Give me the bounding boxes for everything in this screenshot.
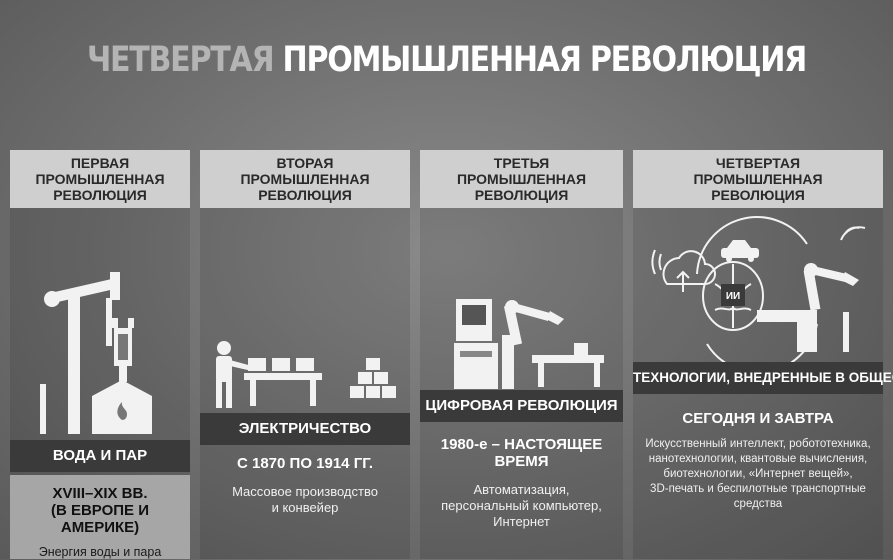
column-band-label: ВОДА И ПАР [10,440,190,472]
column-description: Автоматизация, персональный компьютер, И… [441,482,602,529]
column-header: ПЕРВАЯ ПРОМЫШЛЕННАЯ РЕВОЛЮЦИЯ [10,150,190,208]
column-description: Искусственный интеллект, робототехника, … [645,438,871,510]
assembly-line-worker-icon [216,341,396,408]
title-part-2: ПРОМЫШЛЕННАЯ РЕВОЛЮЦИЯ [282,40,808,80]
column-first-revolution: ПЕРВАЯ ПРОМЫШЛЕННАЯ РЕВОЛЮЦИЯ ВОДА И ПАР… [10,150,190,559]
column-info: С 1870 ПО 1914 ГГ. Массовое производство… [200,445,410,559]
computer-robot-arm-icon [454,299,604,389]
column-info: XVIII–XIX ВВ. (В ЕВРОПЕ И АМЕРИКЕ) Энерг… [10,475,190,559]
column-period: С 1870 ПО 1914 ГГ. [237,455,373,472]
column-description: Массовое производство и конвейер [232,484,378,515]
column-band-label: ТЕХНОЛОГИИ, ВНЕДРЕННЫЕ В ОБЩЕСТВО [633,362,893,394]
title-part-1: ЧЕТВЕРТАЯ [86,40,275,80]
column-header: ВТОРАЯ ПРОМЫШЛЕННАЯ РЕВОЛЮЦИЯ [200,150,410,208]
ai-chip-label: ИИ [726,291,740,302]
column-third-revolution: ТРЕТЬЯ ПРОМЫШЛЕННАЯ РЕВОЛЮЦИЯ ЦИФРОВАЯ Р… [420,150,623,559]
column-fourth-revolution: ЧЕТВЕРТАЯ ПРОМЫШЛЕННАЯ РЕВОЛЮЦИЯ [633,150,893,559]
column-info: 1980-е – НАСТОЯЩЕЕ ВРЕМЯ Автоматизация, … [420,422,623,559]
column-description: Энергия воды и пара [38,545,162,559]
column-band-label: ЭЛЕКТРИЧЕСТВО [200,413,410,445]
column-panel [420,208,623,559]
column-header: ТРЕТЬЯ ПРОМЫШЛЕННАЯ РЕВОЛЮЦИЯ [420,150,623,208]
column-period: 1980-е – НАСТОЯЩЕЕ ВРЕМЯ [440,436,603,470]
column-period: XVIII–XIX ВВ. (В ЕВРОПЕ И АМЕРИКЕ) [50,485,150,536]
column-header: ЧЕТВЕРТАЯ ПРОМЫШЛЕННАЯ РЕВОЛЮЦИЯ [633,150,883,208]
steam-engine-icon [40,272,152,434]
column-second-revolution: ВТОРАЯ ПРОМЫШЛЕННАЯ РЕВОЛЮЦИЯ ЭЛЕКТРИЧЕС… [200,150,410,559]
column-info: СЕГОДНЯ И ЗАВТРА Искусственный интеллект… [633,394,883,559]
column-period: СЕГОДНЯ И ЗАВТРА [682,410,834,427]
ai-brain-network-icon: ИИ [651,216,866,362]
column-band-label: ЦИФРОВАЯ РЕВОЛЮЦИЯ [420,390,623,422]
page-title: ЧЕТВЕРТАЯ ПРОМЫШЛЕННАЯ РЕВОЛЮЦИЯ [63,40,831,80]
